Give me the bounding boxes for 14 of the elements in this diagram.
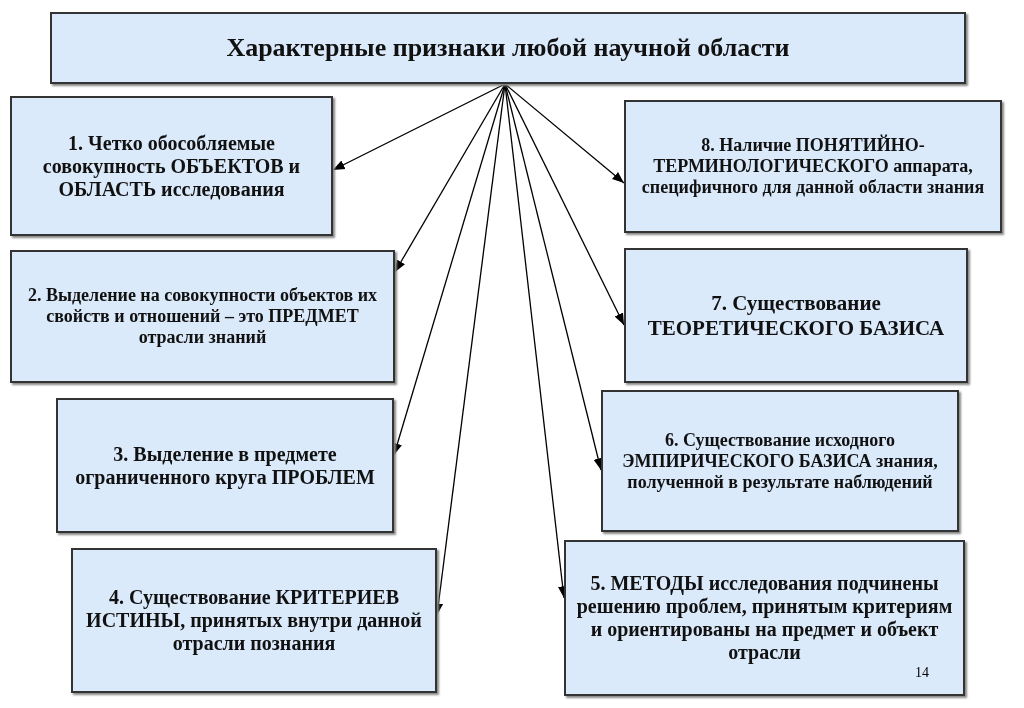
feature-box: 4. Существование КРИТЕРИЕВ ИСТИНЫ, принятых внутри данной отрасли познания xyxy=(71,548,437,693)
feature-box: 8. Наличие ПОНЯТИЙНО-ТЕРМИНОЛОГИЧЕСКОГО аппарата, специфичного для данной области знания xyxy=(624,100,1002,233)
title-box: Характерные признаки любой научной области xyxy=(50,12,966,84)
feature-box: 1. Четко обособляемые совокупность ОБЪЕКТОВ и ОБЛАСТЬ исследования xyxy=(10,96,333,236)
arrow xyxy=(504,83,625,326)
feature-box: 7. Существование ТЕОРЕТИЧЕСКОГО БАЗИСА xyxy=(624,248,968,383)
arrow xyxy=(504,83,603,471)
feature-box: 2. Выделение на совокупности объектов их свойств и отношений – это ПРЕДМЕТ отрасли знаний xyxy=(10,250,395,383)
page-number: 14 xyxy=(915,665,929,681)
feature-box: 3. Выделение в предмете ограниченного круга ПРОБЛЕМ xyxy=(56,398,394,533)
feature-box: 6. Существование исходного ЭМПИРИЧЕСКОГО БАЗИСА знания, полученной в результате наблюдений xyxy=(601,390,959,532)
arrow xyxy=(332,83,506,171)
arrow xyxy=(504,83,625,184)
arrow xyxy=(394,83,506,273)
